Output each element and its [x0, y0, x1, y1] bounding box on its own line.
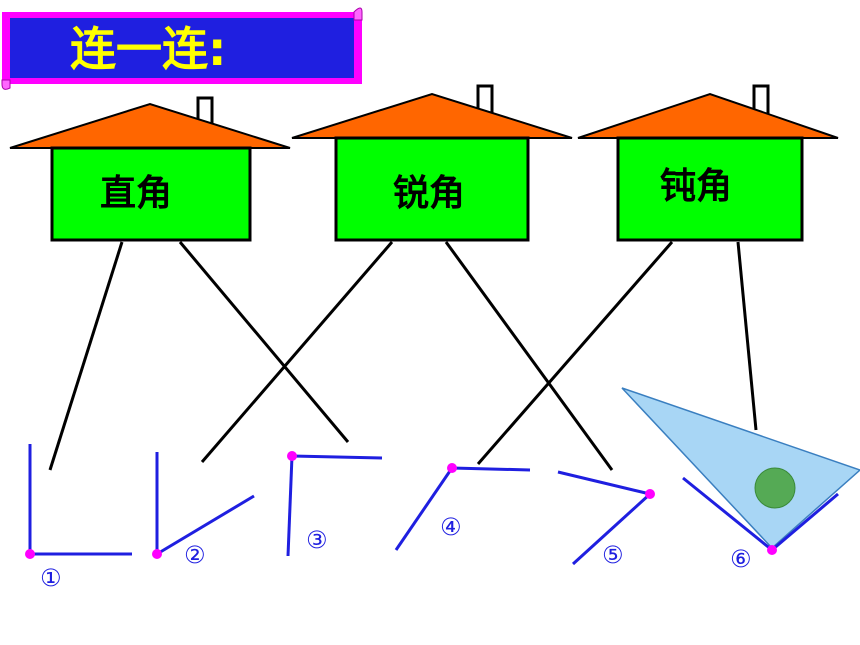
link-line — [48, 241, 124, 471]
angle-number-4: ④ — [440, 513, 462, 541]
angle-2[interactable] — [152, 452, 255, 559]
angle-ray — [571, 492, 652, 566]
banner-title: 连一连: — [70, 22, 226, 76]
house-body — [334, 136, 530, 242]
angle-number-6: ⑥ — [730, 545, 752, 573]
angle-6[interactable] — [682, 476, 839, 555]
house-label: 锐角 — [393, 173, 465, 214]
house-body — [616, 136, 804, 242]
roof — [577, 92, 839, 139]
vertex-dot — [645, 489, 655, 499]
vertex-dot — [152, 549, 162, 559]
link-line — [736, 241, 758, 431]
house-right-angle[interactable]: 直角 — [9, 96, 291, 242]
vertex-dot — [287, 451, 297, 461]
angle-number-3: ③ — [306, 526, 328, 554]
angle-ray — [286, 455, 294, 557]
roof — [9, 102, 291, 149]
link-lines — [48, 241, 758, 471]
house-acute-angle[interactable]: 锐角 — [291, 84, 573, 242]
ruler-hole — [754, 467, 796, 509]
angle-ray — [394, 467, 454, 551]
angle-number-1: ① — [40, 564, 62, 592]
angle-ray — [451, 466, 531, 472]
vertex-dot — [767, 545, 777, 555]
title-banner: 连一连: — [1, 7, 363, 90]
link-line — [444, 241, 614, 471]
angle-1[interactable] — [25, 444, 132, 559]
angle-ray — [156, 494, 255, 556]
angle-3[interactable] — [286, 451, 383, 557]
vertex-dot — [447, 463, 457, 473]
house-label: 钝角 — [660, 166, 732, 207]
vertex-dot — [25, 549, 35, 559]
triangle-ruler[interactable] — [621, 387, 860, 550]
angle-4[interactable] — [394, 463, 531, 551]
angle-5[interactable] — [557, 470, 655, 566]
house-label: 直角 — [100, 173, 172, 214]
roof — [291, 92, 573, 139]
angle-ray — [557, 470, 651, 496]
ruler-shape — [621, 387, 860, 550]
angle-ray — [291, 454, 383, 460]
angle-ray — [682, 476, 773, 552]
link-line — [476, 241, 674, 465]
link-line — [178, 241, 350, 443]
angle-number-2: ② — [184, 541, 206, 569]
link-line — [200, 241, 394, 463]
house-obtuse-angle[interactable]: 钝角 — [577, 84, 839, 242]
house-body — [50, 146, 252, 242]
angle-number-5: ⑤ — [602, 541, 624, 569]
angle-ray — [771, 492, 839, 552]
